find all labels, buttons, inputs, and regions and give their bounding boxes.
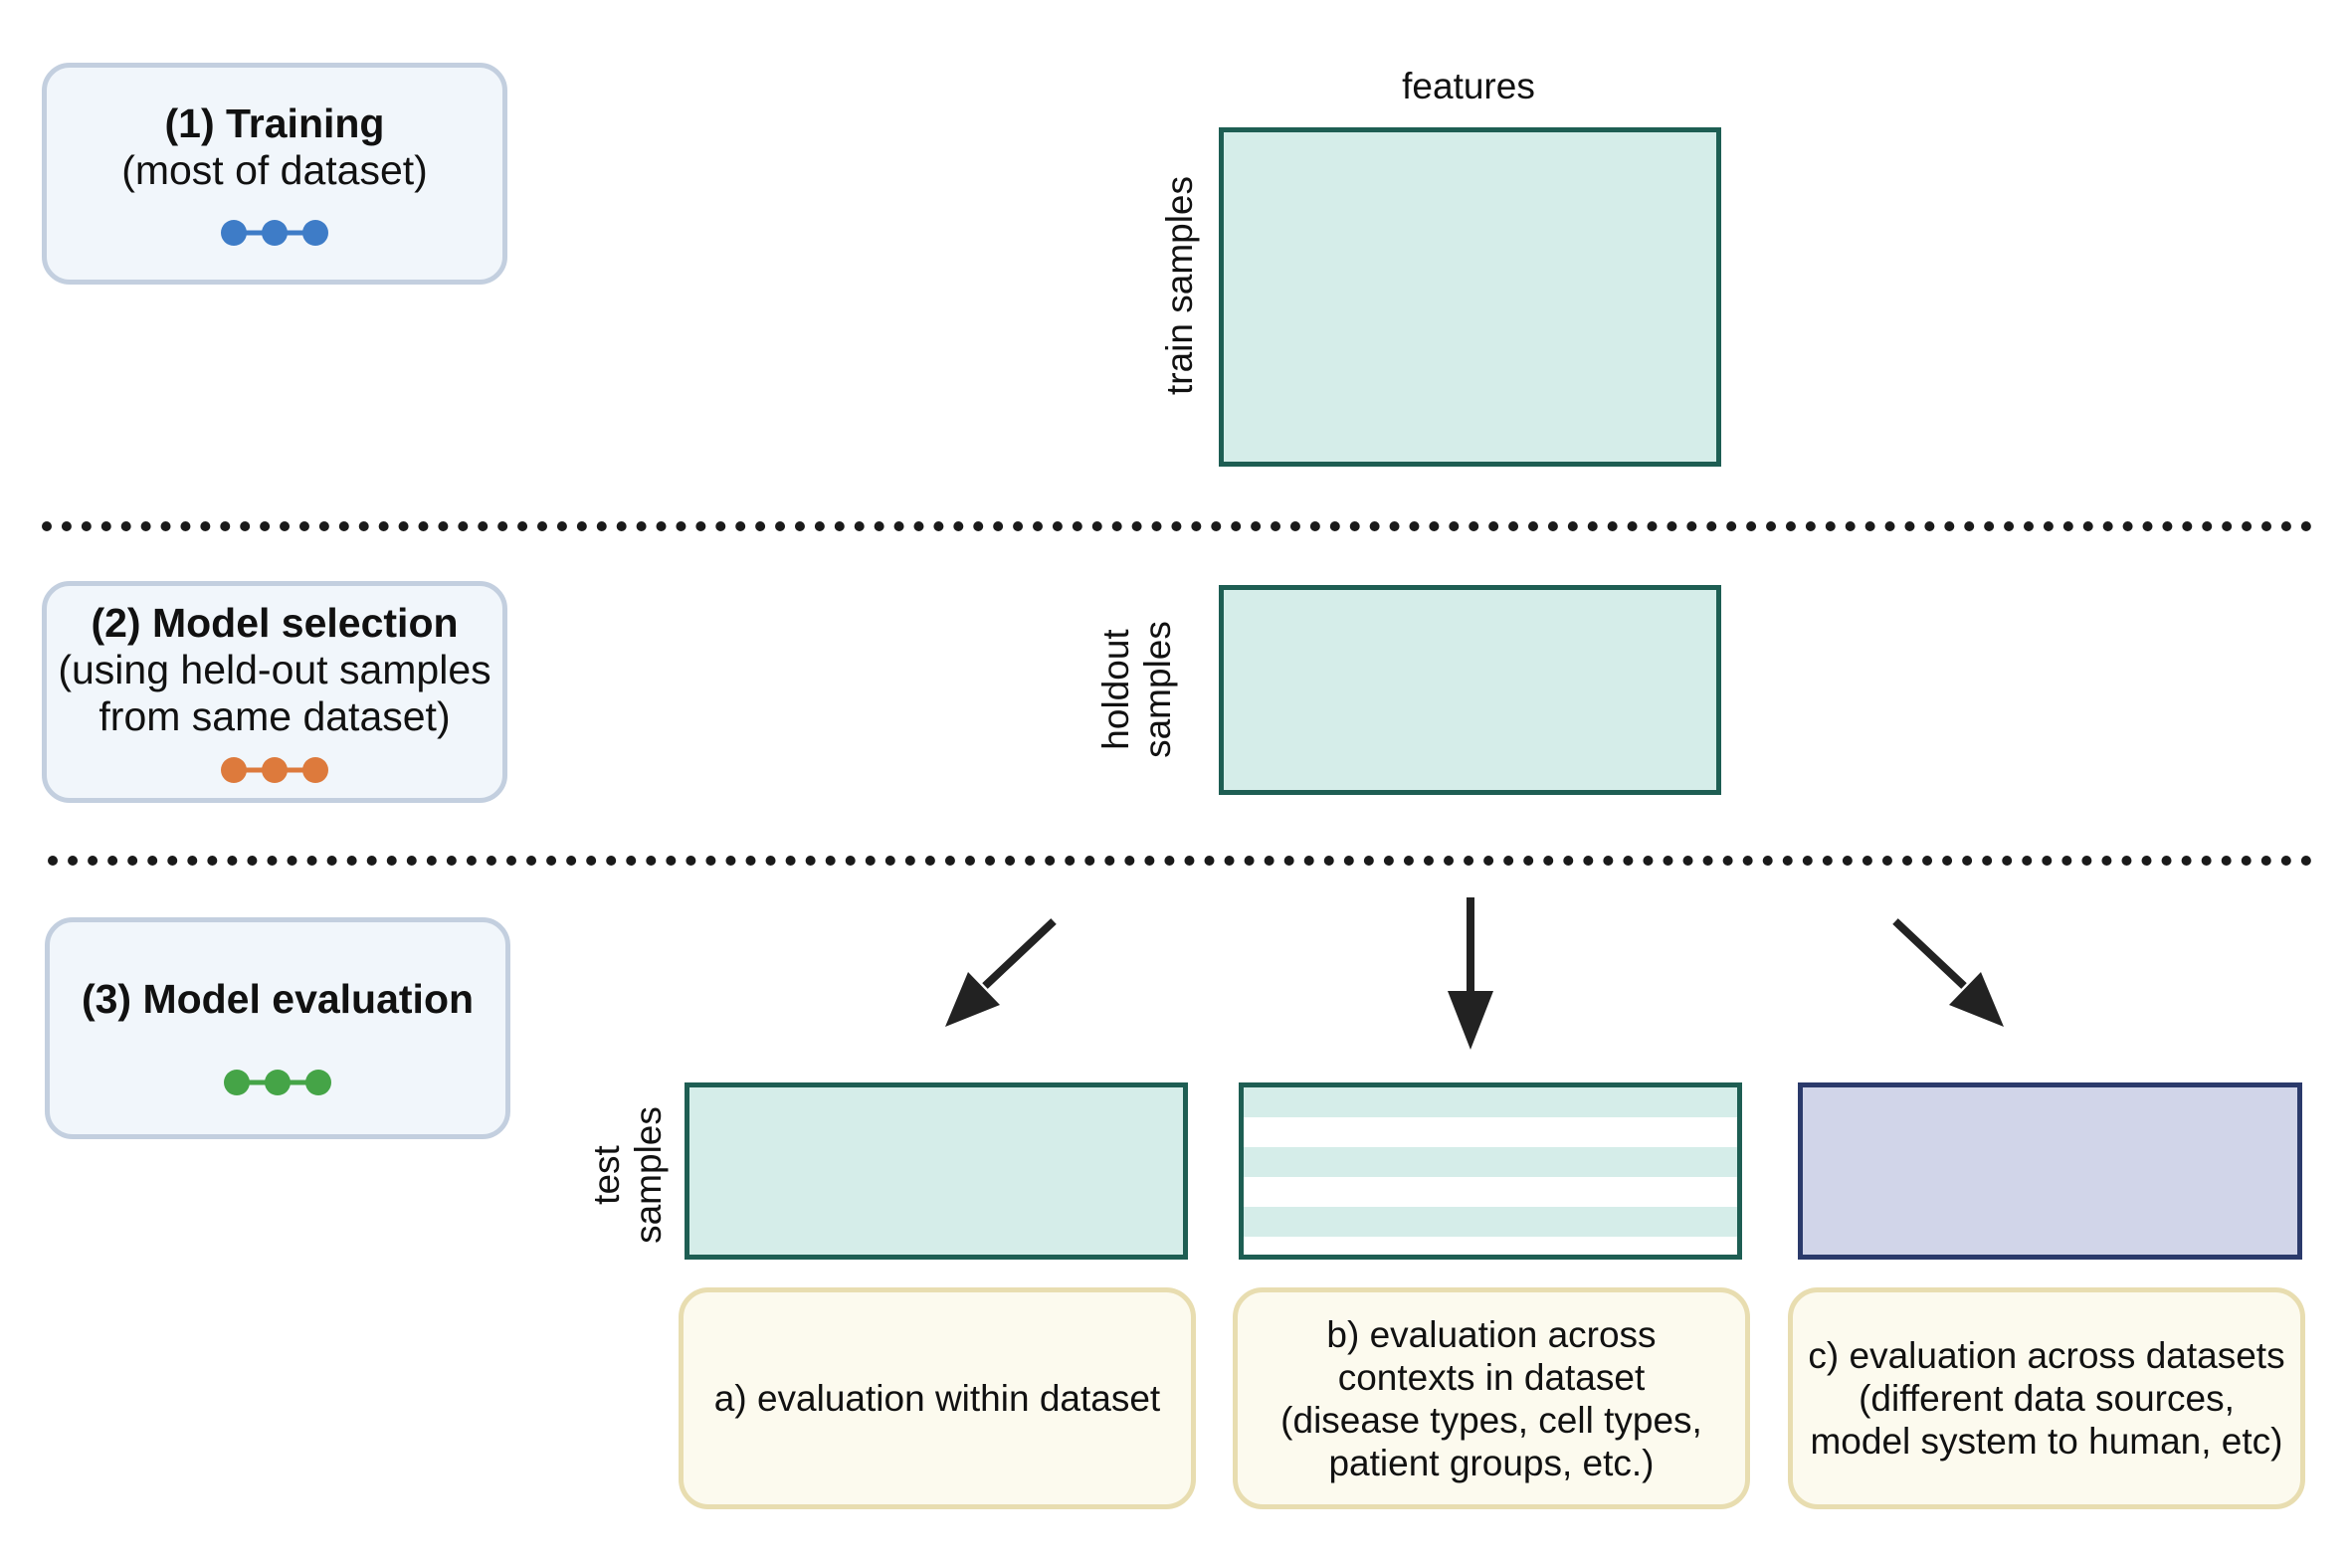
divider-selection-evaluation xyxy=(48,856,2312,866)
test-matrix-within xyxy=(685,1082,1188,1260)
test-matrix-across-contexts xyxy=(1239,1082,1742,1260)
model-selection-dots-icon xyxy=(221,757,328,783)
training-stage-subtitle: (most of dataset) xyxy=(121,147,428,193)
caption-within-dataset: a) evaluation within dataset xyxy=(679,1287,1196,1509)
training-stage-title: (1) Training xyxy=(164,100,385,146)
model-selection-stage-title: (2) Model selection xyxy=(91,600,459,646)
arrow-to-across-datasets-icon xyxy=(1892,918,2004,1027)
model-selection-stage-box: (2) Model selection (using held-out samp… xyxy=(42,581,507,803)
training-dots-icon xyxy=(221,220,328,246)
arrow-to-within-dataset-icon xyxy=(945,918,1057,1027)
training-stage-box: (1) Training (most of dataset) xyxy=(42,63,507,285)
model-evaluation-dots-icon xyxy=(224,1070,331,1095)
caption-across-datasets: c) evaluation across datasets (different… xyxy=(1788,1287,2305,1509)
train-matrix xyxy=(1219,127,1721,467)
caption-across-contexts: b) evaluation across contexts in dataset… xyxy=(1233,1287,1750,1509)
test-matrix-across-datasets xyxy=(1798,1082,2302,1260)
features-label: features xyxy=(1402,66,1535,106)
holdout-matrix xyxy=(1219,585,1721,795)
test-samples-label: test samples xyxy=(586,1106,669,1244)
model-evaluation-stage-title: (3) Model evaluation xyxy=(81,976,475,1022)
model-selection-stage-subtitle: (using held-out samples from same datase… xyxy=(58,647,491,739)
arrow-to-across-contexts-icon xyxy=(1448,897,1493,1050)
divider-training-selection xyxy=(42,521,2312,531)
model-evaluation-stage-box: (3) Model evaluation xyxy=(45,917,510,1139)
